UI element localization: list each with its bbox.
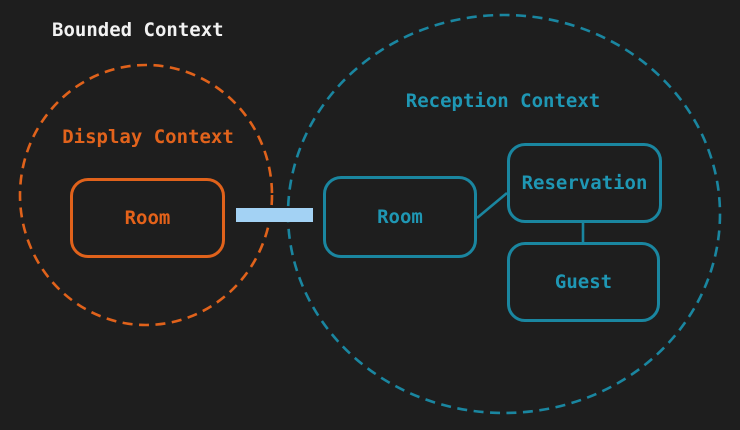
display-context-circle bbox=[18, 63, 274, 327]
reception-room-box: Room bbox=[323, 176, 477, 258]
room-reservation-connector-line bbox=[476, 192, 508, 219]
reservation-label: Reservation bbox=[521, 172, 648, 194]
display-context-label: Display Context bbox=[62, 126, 234, 148]
guest-box: Guest bbox=[507, 242, 660, 322]
reception-room-label: Room bbox=[377, 206, 423, 228]
reception-context-label: Reception Context bbox=[405, 90, 601, 112]
reservation-box: Reservation bbox=[507, 143, 662, 223]
guest-label: Guest bbox=[554, 271, 613, 293]
room-room-connector-bar bbox=[236, 208, 313, 222]
display-room-label: Room bbox=[124, 207, 171, 229]
page-title: Bounded Context bbox=[52, 19, 224, 41]
display-room-box: Room bbox=[70, 178, 225, 258]
